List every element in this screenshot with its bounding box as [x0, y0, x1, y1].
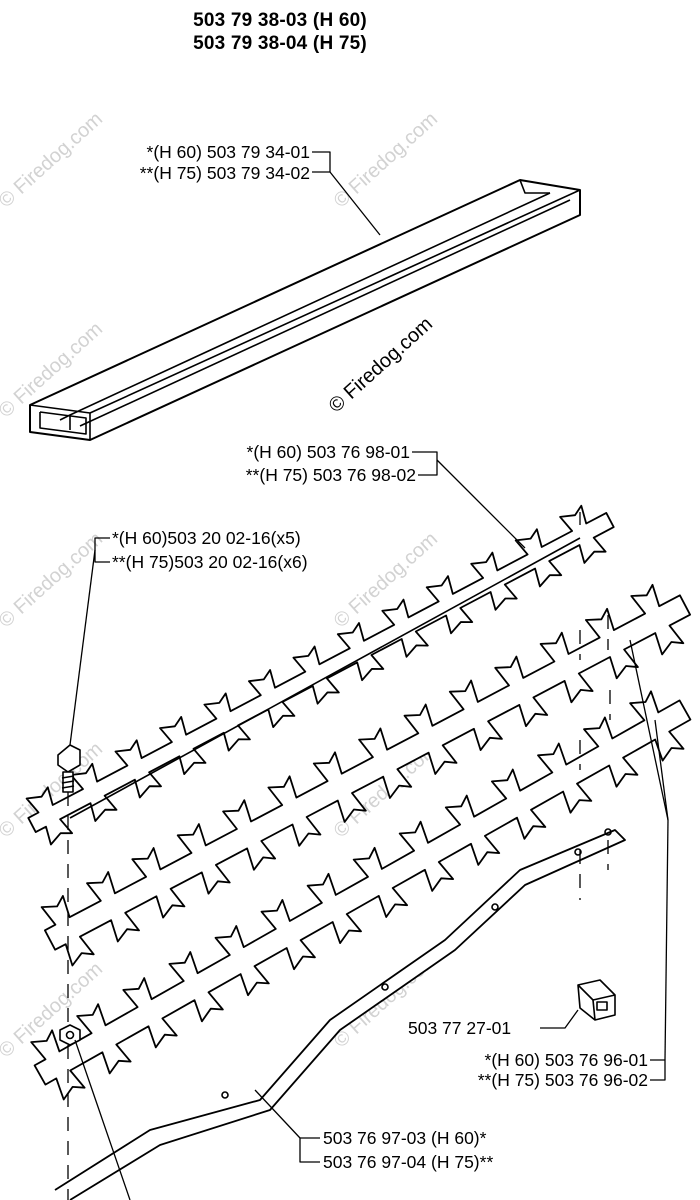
screw-label-h60: *(H 60)503 20 02-16(x5) [112, 528, 301, 548]
upper-blade-label-h60: *(H 60) 503 76 98-01 [246, 442, 410, 462]
assembly-number-h60: 503 79 38-03 (H 60) [193, 10, 367, 31]
blade-bar-label-h75: 503 76 97-04 (H 75)** [323, 1152, 494, 1172]
lower-blade [30, 690, 692, 1101]
alignment-lines [67, 512, 611, 1200]
lower-blade-label-h75: **(H 75) 503 76 96-02 [477, 1070, 648, 1090]
lower-blade-label-h60: *(H 60) 503 76 96-01 [484, 1050, 648, 1070]
clip-label: 503 77 27-01 [408, 1018, 512, 1038]
blade-bar [54, 828, 626, 1200]
middle-blade [40, 583, 691, 967]
leader-lines [69, 151, 669, 1200]
upper-blade-label-h75: **(H 75) 503 76 98-02 [245, 465, 416, 485]
screw [57, 744, 81, 793]
blade-bar-label-h60: 503 76 97-03 (H 60)* [323, 1128, 487, 1148]
clip [577, 979, 616, 1021]
blade-guard [29, 179, 581, 441]
guard-label-h75: **(H 75) 503 79 34-02 [139, 163, 310, 183]
upper-blade [25, 504, 615, 846]
assembly-number-h75: 503 79 38-04 (H 75) [193, 33, 367, 54]
screw-label-h75: **(H 75)503 20 02-16(x6) [112, 552, 308, 572]
nut [59, 1024, 81, 1046]
guard-label-h60: *(H 60) 503 79 34-01 [146, 142, 310, 162]
